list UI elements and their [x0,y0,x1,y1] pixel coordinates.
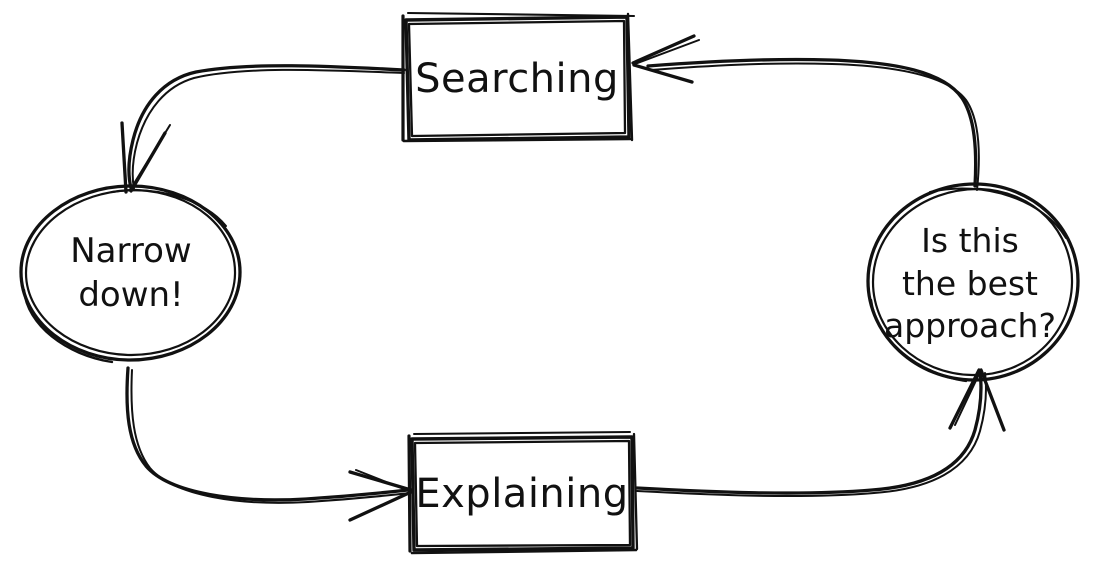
edge-explaining-to-best-approach[interactable] [635,368,1006,498]
node-shape-searching[interactable] [401,11,636,143]
edge-narrow-down-to-explaining[interactable] [125,366,413,522]
node-shape-narrow-down[interactable] [19,184,242,364]
node-shape-best-approach[interactable] [866,182,1080,383]
edge-searching-to-narrow-down[interactable] [120,64,406,194]
node-shape-explaining[interactable] [407,431,639,555]
edge-best-approach-to-searching[interactable] [631,34,980,191]
